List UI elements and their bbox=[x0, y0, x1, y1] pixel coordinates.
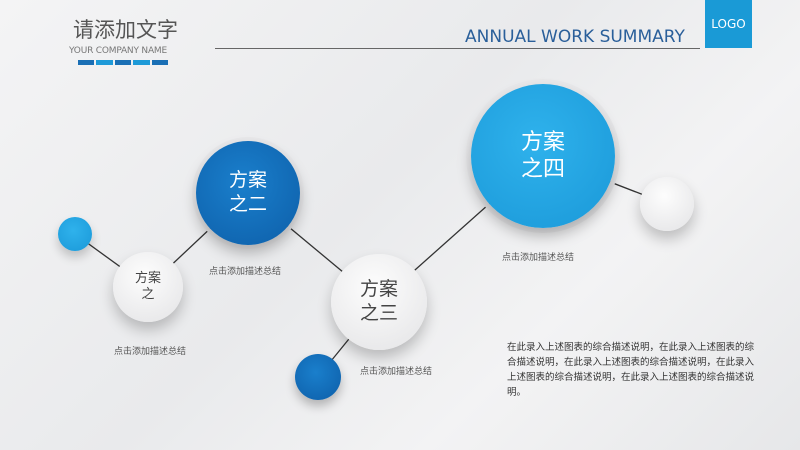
node-label: 方案 bbox=[359, 278, 398, 301]
node-3[interactable]: 方案之三 bbox=[331, 254, 427, 350]
node-label: 之三 bbox=[359, 302, 398, 324]
small-teal-dot bbox=[58, 217, 92, 251]
node-label: 方案 bbox=[520, 129, 565, 155]
title-underline-bars bbox=[78, 60, 169, 65]
node-4-caption: 点击添加描述总结 bbox=[501, 253, 575, 263]
node-1-caption: 点击添加描述总结 bbox=[113, 347, 187, 357]
node-2-caption: 点击添加描述总结 bbox=[208, 267, 282, 277]
description-text: 在此录入上述图表的综合描述说明，在此录入上述图表的综合描述说明，在此录入上述图表… bbox=[507, 342, 755, 398]
small-white-dot bbox=[640, 177, 694, 231]
header-divider bbox=[215, 48, 700, 49]
small-blue-dot bbox=[295, 354, 341, 400]
node-label: 之二 bbox=[228, 193, 267, 215]
node-3-caption: 点击添加描述总结 bbox=[359, 367, 433, 377]
node-4[interactable]: 方案之四 bbox=[471, 84, 615, 228]
node-2[interactable]: 方案之二 bbox=[196, 141, 300, 245]
node-label: 之 bbox=[141, 287, 155, 302]
node-label: 之四 bbox=[520, 157, 565, 182]
node-1[interactable]: 方案之 bbox=[113, 252, 183, 322]
node-label: 方案 bbox=[228, 169, 267, 192]
logo: LOGO bbox=[705, 0, 752, 48]
slide-title: 请添加文字 bbox=[73, 18, 178, 42]
annual-summary-heading: ANNUAL WORK SUMMARY bbox=[465, 27, 685, 47]
company-name: YOUR COMPANY NAME bbox=[69, 46, 167, 56]
node-label: 方案 bbox=[134, 270, 161, 286]
